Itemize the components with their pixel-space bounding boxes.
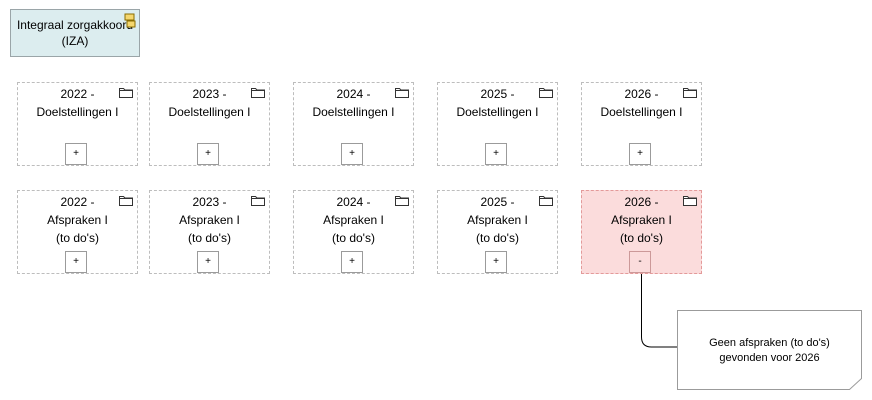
- root-node-label: Integraal zorgakkoord (IZA): [16, 18, 134, 48]
- folder-icon: [251, 88, 265, 98]
- expand-button[interactable]: +: [197, 251, 219, 273]
- folder-icon: [251, 196, 265, 206]
- doelstellingen-2025[interactable]: 2025 - Doelstellingen I +: [437, 82, 558, 166]
- folder-icon: [119, 196, 133, 206]
- afspraken-2026[interactable]: 2026 - Afspraken I (to do's) -: [581, 190, 702, 274]
- expand-button[interactable]: +: [629, 143, 651, 165]
- artifact-icon: [124, 13, 136, 28]
- expand-button[interactable]: +: [485, 251, 507, 273]
- doelstellingen-2024[interactable]: 2024 - Doelstellingen I +: [293, 82, 414, 166]
- expand-button[interactable]: +: [485, 143, 507, 165]
- expand-button[interactable]: +: [197, 143, 219, 165]
- afspraken-2022[interactable]: 2022 - Afspraken I (to do's) +: [17, 190, 138, 274]
- root-node-iza[interactable]: Integraal zorgakkoord (IZA): [10, 9, 140, 57]
- box-label: 2024 - Afspraken I (to do's): [323, 195, 384, 245]
- box-label: 2026 - Afspraken I (to do's): [611, 195, 672, 245]
- box-label: 2022 - Doelstellingen I: [36, 87, 119, 119]
- box-label: 2023 - Afspraken I (to do's): [179, 195, 240, 245]
- folder-icon: [395, 88, 409, 98]
- box-label: 2022 - Afspraken I (to do's): [47, 195, 108, 245]
- afspraken-2024[interactable]: 2024 - Afspraken I (to do's) +: [293, 190, 414, 274]
- box-label: 2026 - Doelstellingen I: [600, 87, 683, 119]
- doelstellingen-2022[interactable]: 2022 - Doelstellingen I +: [17, 82, 138, 166]
- box-label: 2023 - Doelstellingen I: [168, 87, 251, 119]
- doelstellingen-2026[interactable]: 2026 - Doelstellingen I +: [581, 82, 702, 166]
- afspraken-2023[interactable]: 2023 - Afspraken I (to do's) +: [149, 190, 270, 274]
- collapse-button[interactable]: -: [629, 251, 651, 273]
- box-label: 2025 - Doelstellingen I: [456, 87, 539, 119]
- folder-icon: [539, 196, 553, 206]
- note-shape: [677, 310, 862, 390]
- expand-button[interactable]: +: [65, 251, 87, 273]
- expand-button[interactable]: +: [65, 143, 87, 165]
- expand-button[interactable]: +: [341, 143, 363, 165]
- doelstellingen-2023[interactable]: 2023 - Doelstellingen I +: [149, 82, 270, 166]
- note-text: Geen afspraken (to do's) gevonden voor 2…: [709, 337, 830, 364]
- box-label: 2025 - Afspraken I (to do's): [467, 195, 528, 245]
- folder-icon: [539, 88, 553, 98]
- no-results-note: Geen afspraken (to do's) gevonden voor 2…: [677, 310, 862, 390]
- folder-icon: [119, 88, 133, 98]
- afspraken-2025[interactable]: 2025 - Afspraken I (to do's) +: [437, 190, 558, 274]
- folder-icon: [395, 196, 409, 206]
- folder-icon: [683, 88, 697, 98]
- box-label: 2024 - Doelstellingen I: [312, 87, 395, 119]
- expand-button[interactable]: +: [341, 251, 363, 273]
- folder-icon: [683, 196, 697, 206]
